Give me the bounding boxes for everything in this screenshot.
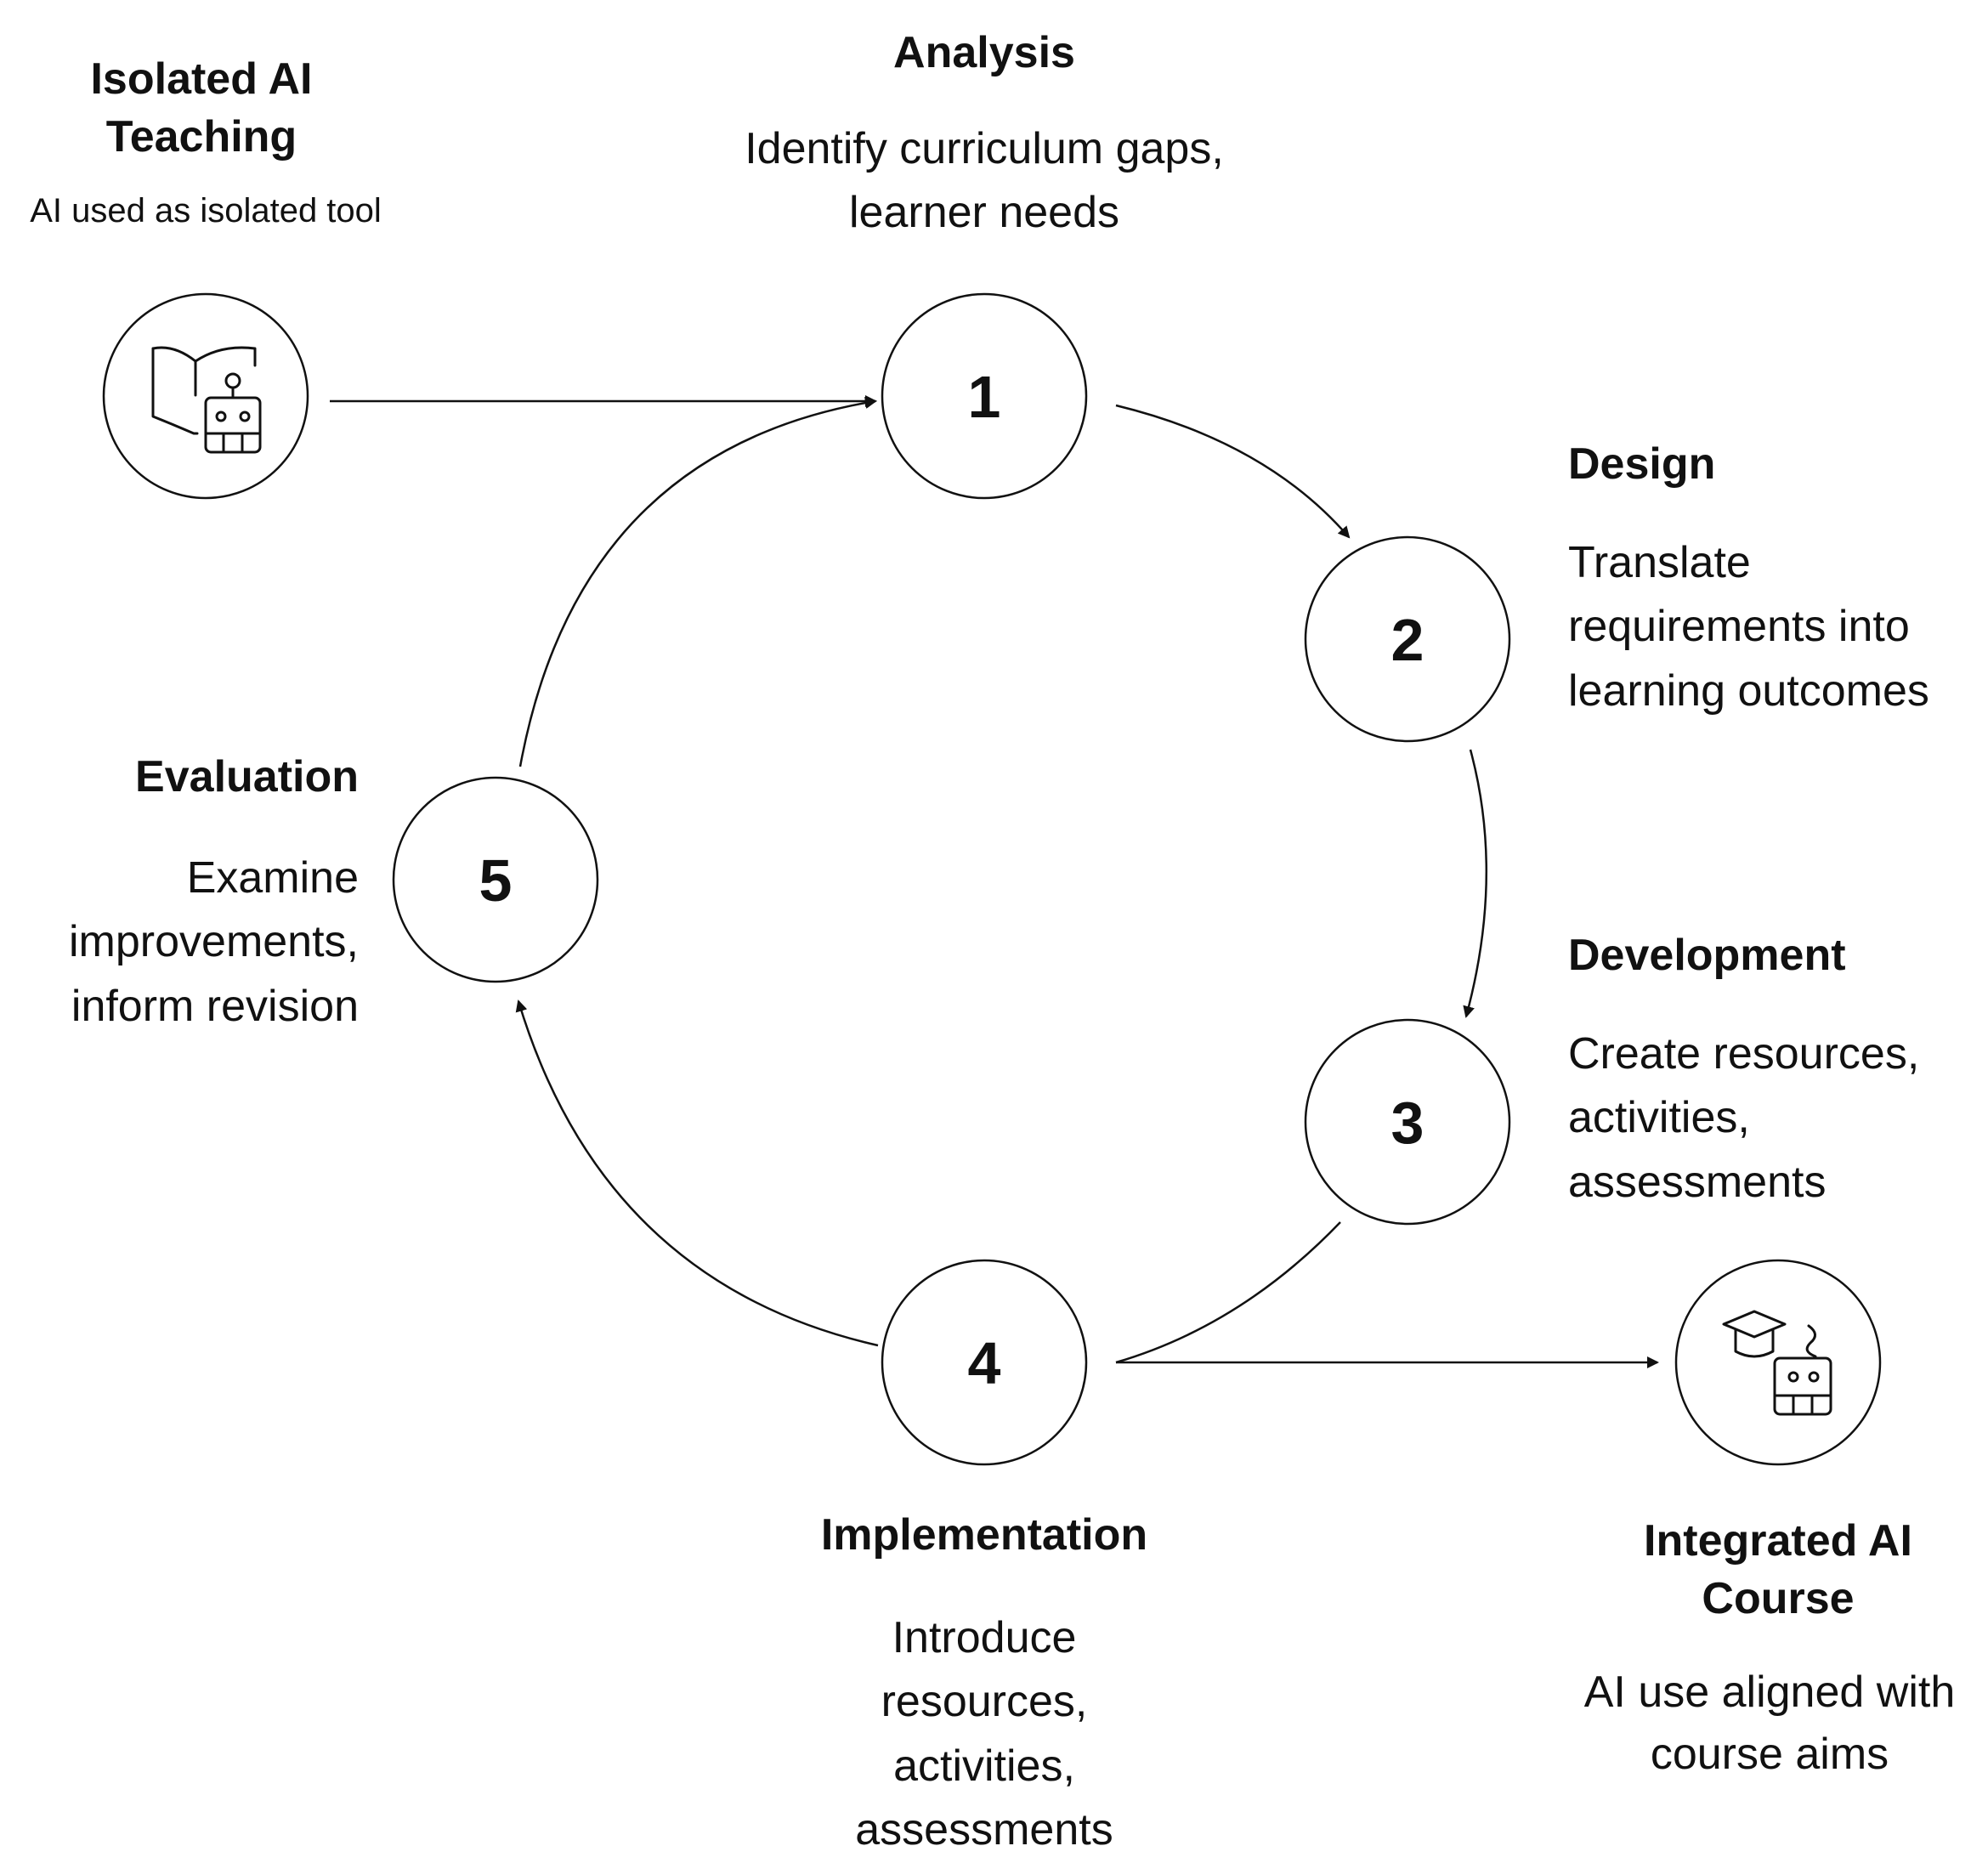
- step-2-circle: [1304, 535, 1511, 743]
- connector-step-3-to-step-4: [1115, 1221, 1341, 1364]
- isolated-title: Isolated AI Teaching: [90, 54, 313, 161]
- step-1-number: 1: [968, 364, 1001, 430]
- isolated-icon-circle: [102, 292, 309, 500]
- step-2-number: 2: [1391, 607, 1424, 673]
- isolated-desc: AI used as isolated tool: [30, 192, 382, 229]
- step-1-circle: [881, 292, 1088, 500]
- graduation-cap-robot-icon: [1722, 1310, 1832, 1416]
- step-1-title: Analysis: [893, 28, 1075, 77]
- step-3-circle: [1304, 1018, 1511, 1226]
- integrated-icon-circle: [1674, 1259, 1882, 1466]
- step-3-desc: Create resources, activities, assessment…: [1568, 1029, 1920, 1207]
- step-5-desc: Examine improvements, inform revision: [69, 853, 359, 1031]
- arrow-step-5-to-step-1: [518, 397, 877, 767]
- integrated-desc: AI use aligned with course aims: [1583, 1668, 1956, 1779]
- step-4-circle: [881, 1259, 1088, 1466]
- step-1-desc: Identify curriculum gaps, learner needs: [745, 124, 1224, 238]
- step-5-title: Evaluation: [135, 752, 359, 801]
- integrated-title: Integrated AI Course: [1644, 1516, 1912, 1623]
- step-3-title: Development: [1568, 931, 1846, 980]
- step-3-number: 3: [1391, 1090, 1424, 1156]
- step-5-number: 5: [479, 847, 513, 914]
- step-4-desc: Introduce resources, activities, assessm…: [855, 1613, 1113, 1855]
- arrow-step-2-to-step-3: [1463, 749, 1488, 1018]
- arrow-step-1-to-step-2: [1115, 404, 1351, 539]
- step-2-desc: Translate requirements into learning out…: [1568, 538, 1929, 716]
- step-4-title: Implementation: [820, 1510, 1148, 1560]
- step-5-circle: [392, 776, 599, 983]
- step-2-title: Design: [1568, 439, 1716, 489]
- book-robot-icon: [151, 346, 262, 454]
- step-4-number: 4: [968, 1330, 1001, 1396]
- arrow-step-4-to-step-5: [515, 999, 879, 1347]
